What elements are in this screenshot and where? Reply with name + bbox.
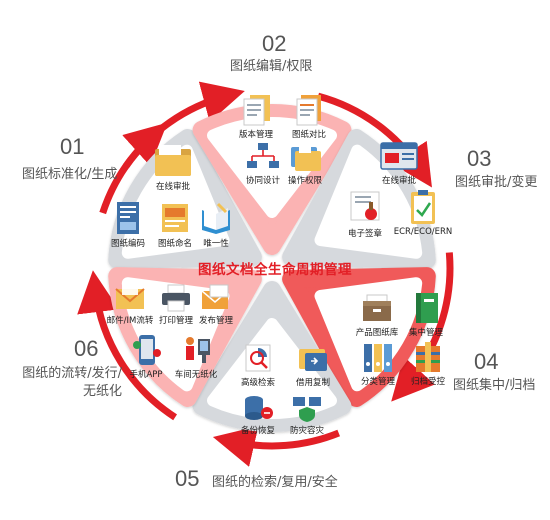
stage-4-item-centralized-management[interactable]: 集中管理 [396, 291, 456, 338]
archive-box-icon [363, 294, 391, 321]
stage-6-number: 06 [74, 336, 99, 361]
stage-1-item-online-approval[interactable]: 在线审批 [143, 143, 203, 192]
clipboard-check-icon [411, 190, 435, 224]
cycle-arrow-5 [77, 270, 178, 421]
stage-5-item-disaster-recovery[interactable]: 防灾容灾 [277, 393, 337, 436]
documents-icon [243, 95, 270, 126]
stage-3-item-online-approval[interactable]: 在线审批 [369, 141, 429, 186]
search-chart-icon [245, 344, 271, 372]
stage-2-item-collaborative-design[interactable]: 协同设计 [233, 141, 293, 186]
stage-1-item-label: 唯一性 [203, 239, 229, 249]
stage-2-title: 图纸编辑/权限 [230, 59, 313, 74]
center-title: 图纸文档全生命周期管理 [198, 262, 352, 278]
shield-network-icon [293, 397, 321, 422]
stage-4-item-classification-management[interactable]: 分类管理 [348, 340, 408, 387]
workshop-icon [186, 337, 210, 363]
folders-icon [291, 143, 321, 171]
stage-4-item-label: 集中管理 [408, 328, 443, 338]
archive-package-icon [416, 342, 440, 372]
phone-app-icon [133, 335, 161, 365]
compare-docs-icon [296, 95, 321, 126]
stage-6-title-line2: 无纸化 [82, 384, 122, 399]
stage-6-item-paperless-workshop[interactable]: 车间无纸化 [166, 333, 226, 380]
stage-6-item-publish-management[interactable]: 发布管理 [186, 283, 246, 326]
stage-4-item-label: 归档受控 [410, 377, 445, 387]
stage-4-item-archive-control[interactable]: 归档受控 [398, 340, 458, 387]
stage-3-number: 03 [467, 146, 492, 171]
stage-4-title: 图纸集中/归档 [453, 378, 536, 393]
stage-3-item-label: ECR/ECO/ERN [393, 227, 453, 237]
stage-sectors [108, 104, 436, 432]
stage-1-item-label: 图纸命名 [157, 239, 192, 249]
cycle-arrow-3 [391, 252, 454, 402]
stage-5-item-label: 备份恢复 [240, 426, 275, 436]
design-drawing-icon [162, 204, 188, 232]
stage-2-item-version-management[interactable]: 版本管理 [226, 93, 286, 140]
blueprint-icon [117, 202, 139, 234]
stage-5-item-label: 借用复制 [295, 378, 330, 388]
stage-1-item-drawing-name[interactable]: 图纸命名 [145, 200, 205, 249]
stage-2-item-label: 版本管理 [238, 130, 273, 140]
cycle-arrow-4 [212, 425, 341, 467]
stage-1-item-uniqueness[interactable]: 唯一性 [186, 200, 246, 249]
stage-2-item-operation-permission[interactable]: 操作权限 [275, 141, 335, 186]
green-book-icon [416, 293, 438, 323]
seal-stamp-icon [350, 191, 380, 221]
printer-icon [162, 284, 190, 312]
stage-5-number: 05 [175, 466, 200, 491]
stage-4-item-label: 分类管理 [360, 377, 395, 387]
book-icon [202, 202, 230, 234]
stage-6-item-mail-im-transfer[interactable]: 邮件/IM流转 [100, 283, 160, 326]
stage-5-item-advanced-search[interactable]: 高级检索 [228, 341, 288, 388]
binders-icon [364, 344, 392, 372]
cycle-arrows [77, 81, 454, 467]
stage-5-title: 图纸的检索/复用/安全 [212, 475, 338, 490]
stage-5-item-borrow-copy[interactable]: 借用复制 [283, 341, 343, 388]
stage-6-item-print-management[interactable]: 打印管理 [146, 283, 206, 326]
stage-6-item-mobile-app[interactable]: 手机APP [116, 333, 176, 380]
stage-4-number: 04 [474, 349, 499, 374]
stage-6-item-label: 邮件/IM流转 [106, 316, 154, 326]
stage-6-item-label: 手机APP [129, 370, 163, 380]
stage-5-item-label: 防灾容灾 [289, 426, 324, 436]
stage-3-item-e-seal[interactable]: 电子签章 [335, 188, 395, 239]
network-computers-icon [247, 143, 279, 168]
stage-3-item-label: 电子签章 [347, 229, 382, 239]
stage-1-item-label: 在线审批 [155, 182, 190, 192]
stage-1-item-drawing-code[interactable]: 图纸编码 [98, 200, 158, 249]
folder-icon [155, 145, 191, 176]
folder-copy-icon [299, 349, 327, 371]
stage-1-number: 01 [60, 134, 85, 159]
stage-6-item-label: 打印管理 [158, 316, 193, 326]
mail-icon [115, 285, 145, 309]
web-window-icon [380, 142, 418, 170]
cycle-arrow-6 [99, 122, 168, 215]
stage-5-item-label: 高级检索 [240, 378, 275, 388]
stage-2-number: 02 [262, 31, 287, 56]
stage-card-4 [314, 277, 423, 392]
stage-5-item-backup-restore[interactable]: 备份恢复 [228, 393, 288, 436]
stage-1-title: 图纸标准化/生成 [22, 167, 118, 182]
stage-4-item-product-drawing-library[interactable]: 产品图纸库 [347, 291, 407, 338]
stage-2-item-label: 协同设计 [245, 176, 280, 186]
stage-3-item-ecr-eco-ern[interactable]: ECR/ECO/ERN [393, 188, 453, 237]
stage-3-title: 图纸审批/变更 [455, 175, 538, 190]
publish-envelope-icon [201, 284, 229, 309]
stage-6-item-label: 车间无纸化 [174, 370, 218, 380]
database-backup-icon [245, 396, 273, 420]
stage-6-title-line1: 图纸的流转/发行/ [22, 366, 122, 381]
stage-4-item-label: 产品图纸库 [355, 328, 399, 338]
stage-2-item-drawing-compare[interactable]: 图纸对比 [279, 93, 339, 140]
stage-6-item-label: 发布管理 [198, 316, 233, 326]
stage-3-item-label: 在线审批 [381, 176, 416, 186]
stage-1-item-label: 图纸编码 [110, 239, 145, 249]
stage-2-item-label: 操作权限 [287, 176, 322, 186]
stage-2-item-label: 图纸对比 [291, 130, 326, 140]
